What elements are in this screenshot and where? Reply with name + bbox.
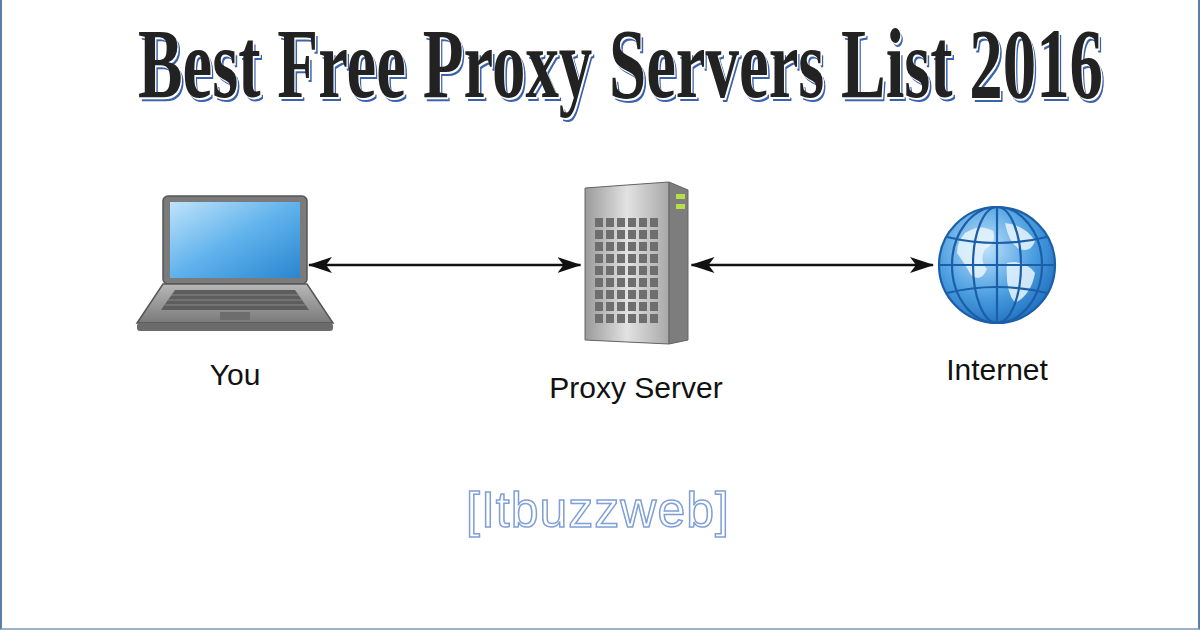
watermark: [Itbuzzweb] — [466, 480, 730, 540]
client-node: You — [135, 195, 335, 393]
title: Best Free Proxy Servers List 2016 — [138, 14, 1103, 114]
server-icon — [583, 180, 690, 345]
node-label: Internet — [935, 352, 1059, 388]
internet-node: Internet — [935, 203, 1059, 388]
node-label: Proxy Server — [544, 370, 728, 406]
laptop-icon — [135, 195, 335, 335]
double-arrow — [692, 264, 934, 267]
double-arrow — [309, 264, 581, 267]
proxy-node: Proxy Server — [544, 180, 728, 406]
globe-icon — [935, 203, 1059, 327]
node-label: You — [135, 357, 335, 393]
